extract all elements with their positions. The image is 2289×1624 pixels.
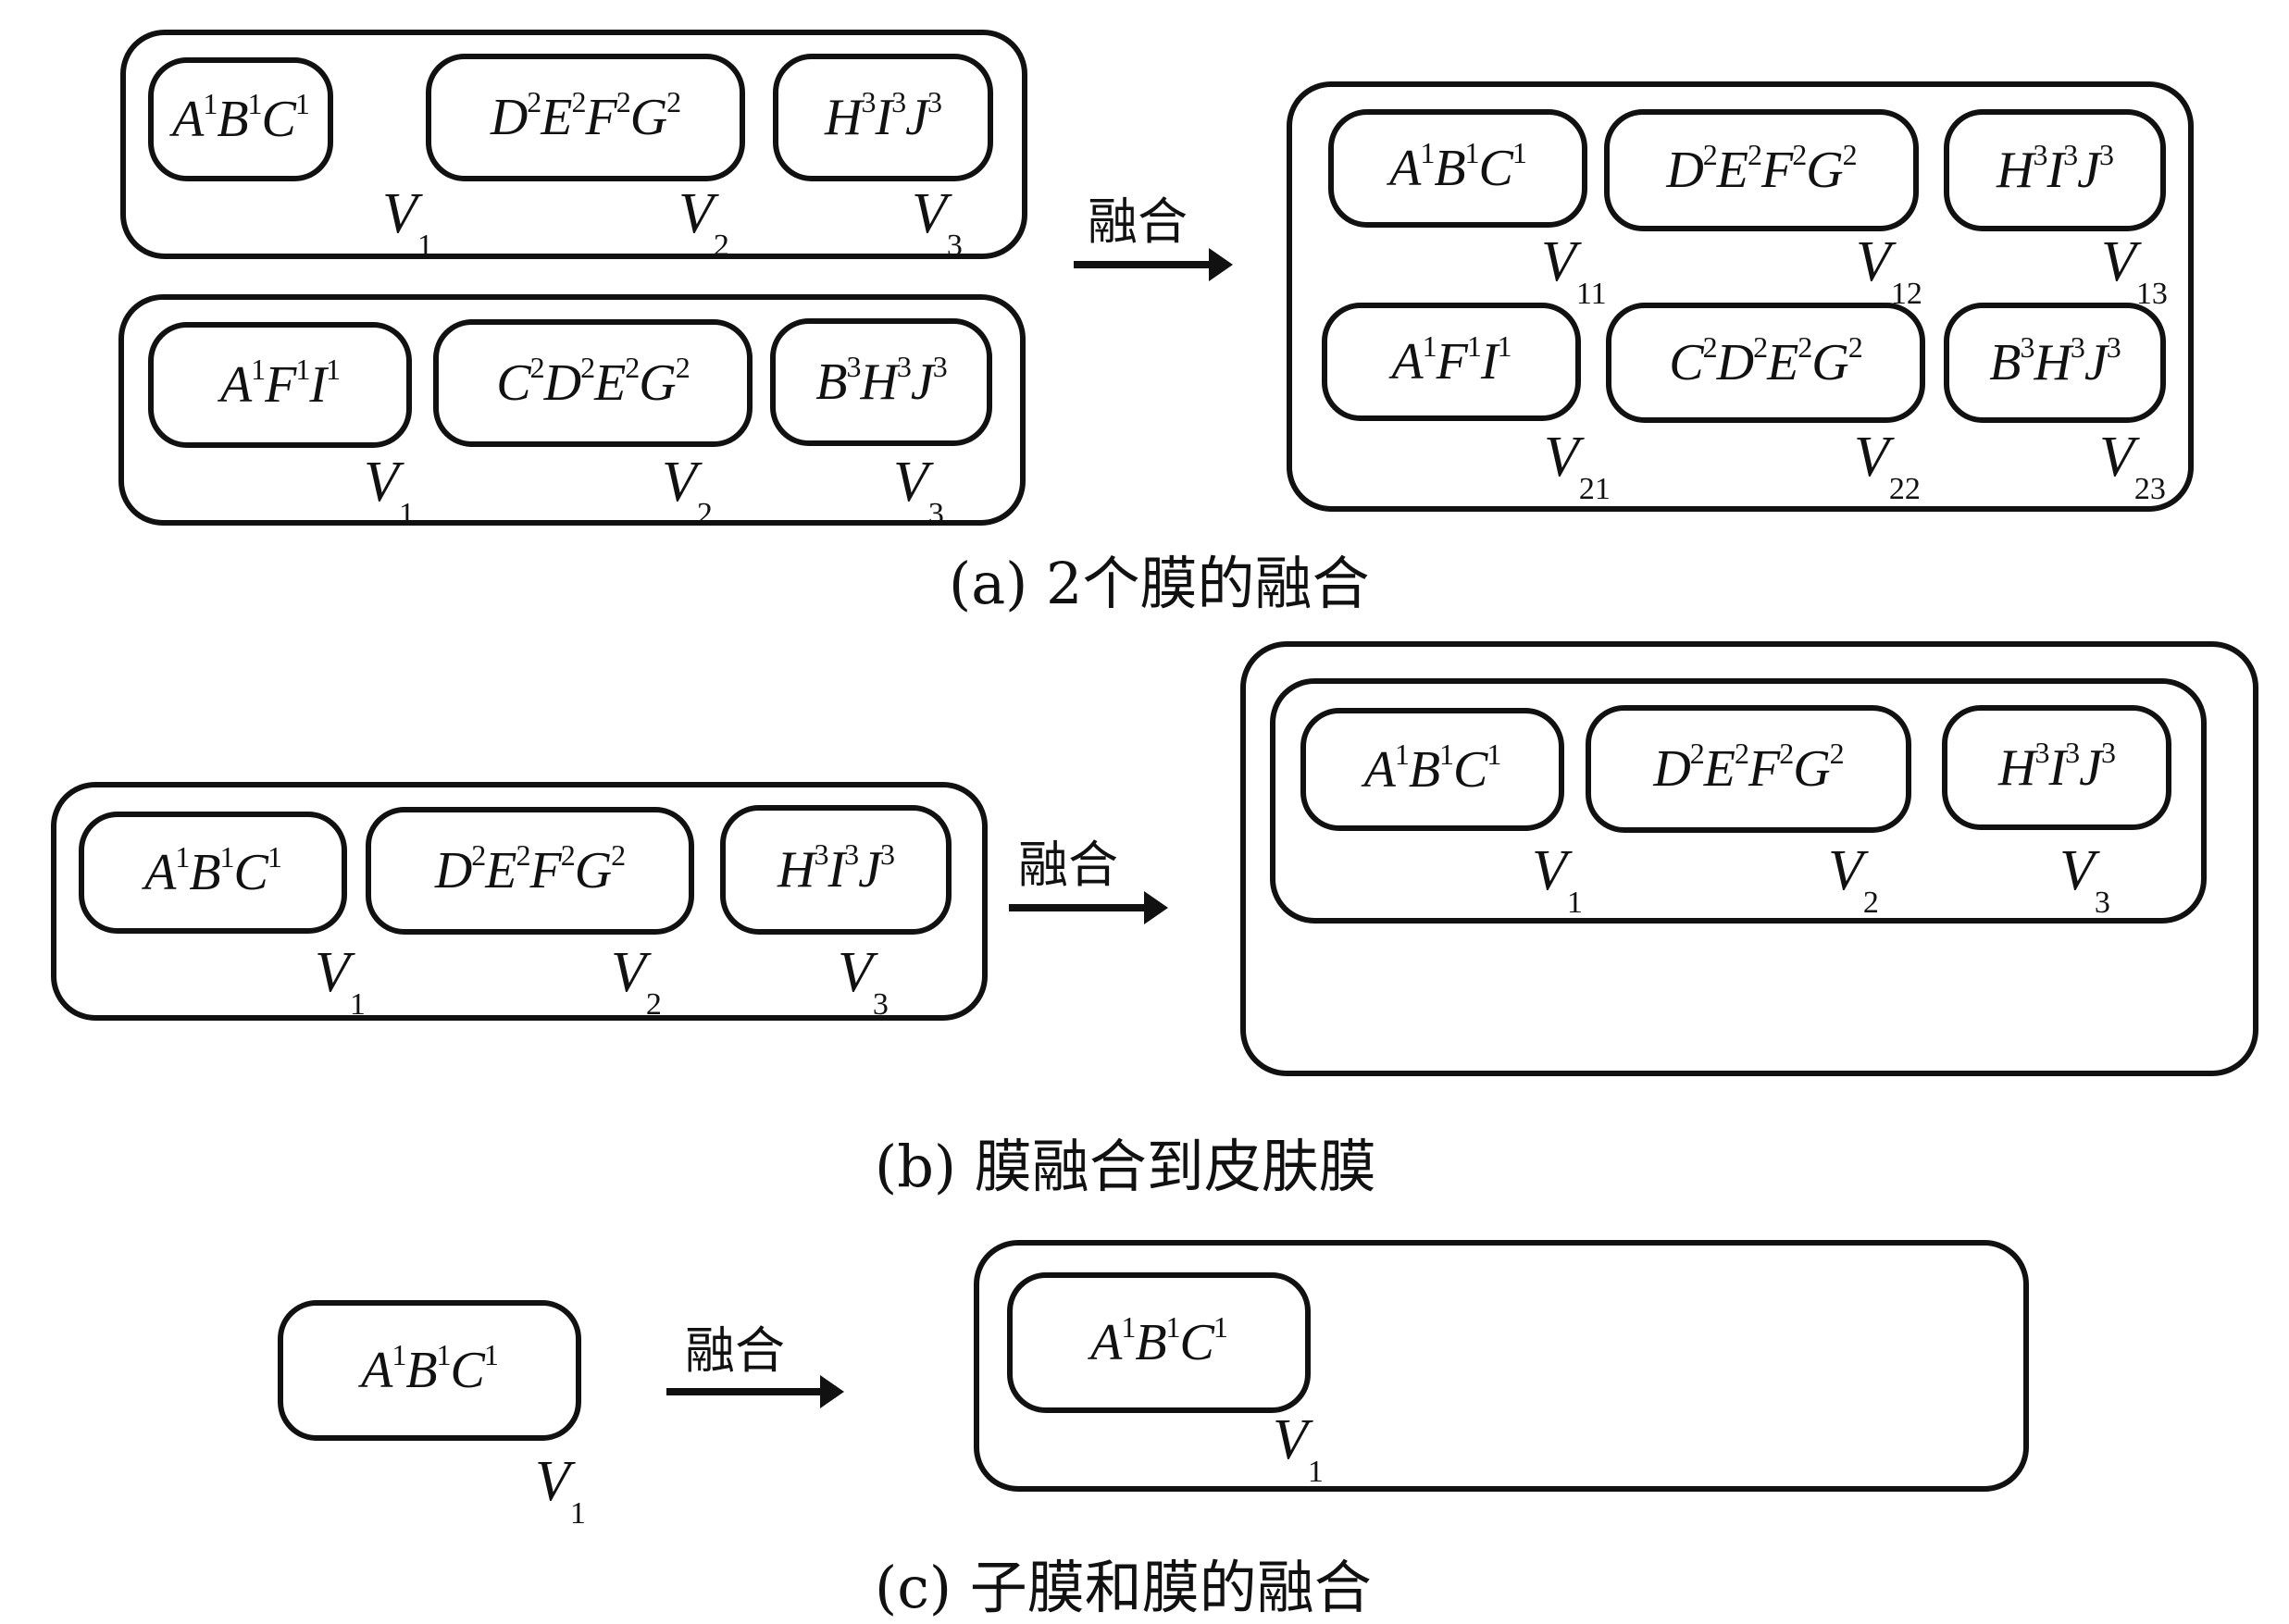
v-label: V3: [838, 941, 889, 1023]
fusion-label: 融合: [1088, 192, 1188, 251]
membrane-a-result: [1287, 81, 2194, 512]
submembrane: C2D2E2G2: [433, 319, 753, 447]
caption-b: (b) 膜融合到皮肤膜: [875, 1133, 1376, 1200]
v-label: V1: [382, 182, 433, 264]
submembrane: A1B1C1: [148, 57, 333, 181]
v-label: V3: [912, 182, 963, 264]
membrane-elements: A1B1C1: [1090, 1310, 1228, 1371]
membrane-a-top: [120, 30, 1027, 259]
submembrane: H3I3J3: [1942, 705, 2171, 830]
arrow-right-icon: [666, 1375, 844, 1408]
membrane-elements: A1B1C1: [1389, 136, 1527, 197]
submembrane: A1B1C1: [1007, 1272, 1311, 1413]
membrane-a-bottom: [118, 294, 1026, 526]
submembrane: A1B1C1: [1328, 109, 1587, 228]
v-label: V3: [2059, 839, 2110, 921]
v-label: V23: [2099, 426, 2166, 507]
arrow-right-icon: [1074, 248, 1233, 281]
membrane-elements: H3I3J3: [778, 837, 895, 899]
membrane-elements: D2E2F2G2: [490, 85, 681, 146]
caption-a: (a) 2个膜的融合: [949, 550, 1370, 617]
submembrane: A1F1I1: [148, 322, 412, 448]
v-label: V21: [1544, 426, 1611, 507]
submembrane: H3I3J3: [773, 54, 993, 181]
submembrane: A1B1C1: [79, 812, 347, 934]
v-label: V1: [535, 1450, 586, 1531]
membrane-elements: A1B1C1: [144, 840, 282, 901]
membrane-elements: H3I3J3: [1997, 138, 2114, 199]
submembrane: H3I3J3: [720, 805, 952, 935]
membrane-elements: B3H3J3: [815, 350, 948, 411]
v-label: V1: [315, 941, 366, 1023]
submembrane: A1B1C1: [1300, 708, 1564, 831]
membrane-elements: H3I3J3: [825, 85, 942, 146]
membrane-elements: D2E2F2G2: [1666, 138, 1857, 199]
v-label: V2: [662, 451, 713, 532]
membrane-elements: D2E2F2G2: [1653, 737, 1844, 798]
submembrane: D2E2F2G2: [426, 54, 745, 181]
fusion-label: 融合: [1018, 836, 1118, 894]
membrane-b-inner: [1270, 678, 2207, 924]
v-label: V3: [893, 451, 944, 532]
submembrane: A1B1C1: [278, 1300, 581, 1441]
submembrane: C2D2E2G2: [1606, 303, 1925, 423]
caption-c: (c) 子膜和膜的融合: [875, 1554, 1372, 1621]
membrane-elements: B3H3J3: [1989, 330, 2121, 391]
submembrane: D2E2F2G2: [1604, 109, 1919, 231]
membrane-elements: A1B1C1: [1363, 737, 1502, 799]
membrane-elements: A1B1C1: [172, 87, 310, 148]
submembrane: D2E2F2G2: [366, 807, 694, 935]
v-label: V1: [1532, 839, 1583, 921]
submembrane: H3I3J3: [1944, 109, 2166, 231]
v-label: V2: [678, 182, 729, 264]
skin-membrane: [1240, 641, 2258, 1076]
membrane-elements: A1F1I1: [219, 353, 341, 414]
submembrane: B3H3J3: [1944, 303, 2166, 423]
submembrane: D2E2F2G2: [1586, 705, 1911, 833]
submembrane: A1F1I1: [1322, 303, 1581, 421]
arrow-right-icon: [1009, 891, 1168, 924]
v-label: V2: [1828, 839, 1879, 921]
v-label: V13: [2101, 230, 2168, 312]
membrane-elements: H3I3J3: [1998, 735, 2116, 797]
membrane-b: [51, 782, 988, 1021]
membrane-c-result: [974, 1240, 2029, 1492]
v-label: V1: [1273, 1408, 1324, 1490]
v-label: V11: [1541, 230, 1607, 312]
membrane-elements: C2D2E2G2: [1669, 330, 1862, 391]
membrane-elements: C2D2E2G2: [496, 351, 690, 412]
v-label: V12: [1856, 230, 1922, 312]
v-label: V2: [611, 941, 662, 1023]
membrane-elements: A1B1C1: [361, 1338, 499, 1399]
membrane-elements: D2E2F2G2: [434, 838, 626, 899]
v-label: V1: [364, 451, 415, 532]
membrane-elements: A1F1I1: [1391, 329, 1511, 391]
fusion-label: 融合: [685, 1321, 785, 1380]
submembrane: B3H3J3: [770, 318, 992, 446]
v-label: V22: [1854, 426, 1921, 507]
